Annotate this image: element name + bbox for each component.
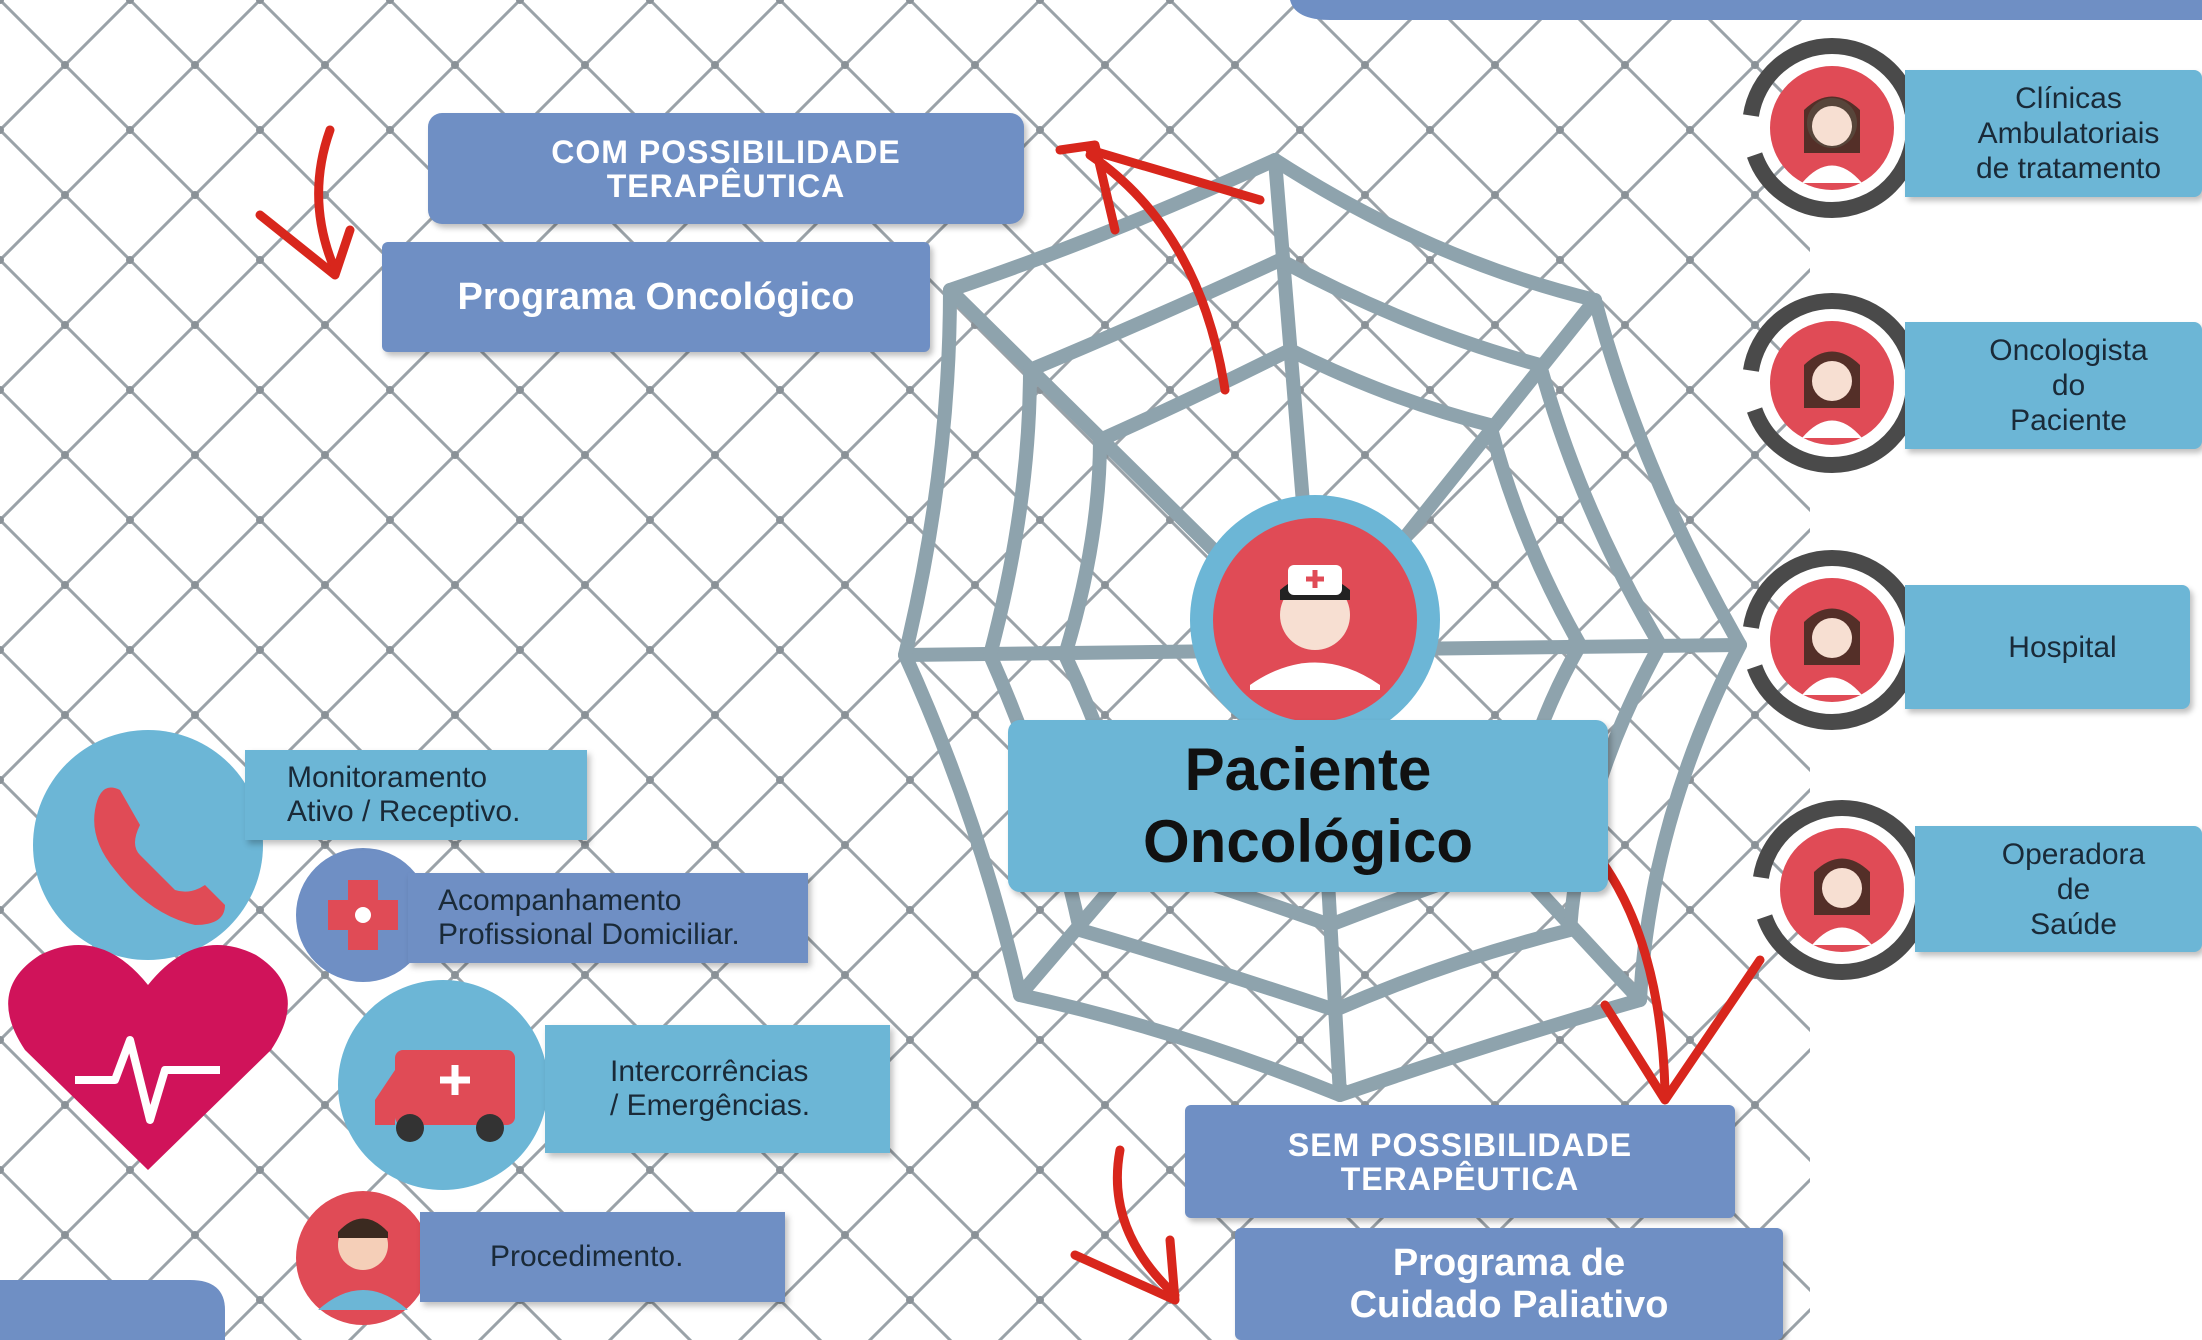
right-item-clinicas-label: Clínicas Ambulatoriais de tratamento xyxy=(1975,82,2162,185)
nurse-cycle-icon-2 xyxy=(1742,293,1922,473)
left-item-procedimento: Procedimento. xyxy=(420,1212,785,1302)
left-item-procedimento-label: Procedimento. xyxy=(490,1240,684,1273)
ambulance-icon xyxy=(338,980,548,1190)
paciente-oncologico-box: Paciente Oncológico xyxy=(1008,720,1608,892)
left-item-intercorrencias-label: Intercorrências / Emergências. xyxy=(610,1055,811,1122)
right-item-hospital: Hospital xyxy=(1905,585,2190,709)
right-item-oncologista: Oncologista do Paciente xyxy=(1905,322,2202,449)
cuidado-paliativo-label: Programa de Cuidado Paliativo xyxy=(1349,1242,1669,1326)
sem-possibilidade-box: SEM POSSIBILIDADE TERAPÊUTICA xyxy=(1185,1105,1735,1218)
left-item-acompanhamento-label: Acompanhamento Profissional Domiciliar. xyxy=(438,884,740,951)
sem-possibilidade-label: SEM POSSIBILIDADE TERAPÊUTICA xyxy=(1287,1126,1633,1197)
programa-oncologico-box: Programa Oncológico xyxy=(382,242,930,352)
red-arrows xyxy=(255,125,1765,1305)
right-item-clinicas: Clínicas Ambulatoriais de tratamento xyxy=(1905,70,2202,197)
com-possibilidade-label: COM POSSIBILIDADE TERAPÊUTICA xyxy=(551,133,901,204)
nurse-cycle-icon-1 xyxy=(1742,38,1922,218)
cuidado-paliativo-box: Programa de Cuidado Paliativo xyxy=(1235,1228,1783,1340)
central-nurse-icon xyxy=(1190,495,1440,745)
left-item-monitoramento-label: Monitoramento Ativo / Receptivo. xyxy=(287,761,521,828)
left-item-monitoramento: Monitoramento Ativo / Receptivo. xyxy=(245,750,587,840)
doctor-icon xyxy=(296,1191,430,1325)
corner-tab-bottom xyxy=(0,1280,225,1340)
phone-icon xyxy=(33,730,263,960)
nurse-cycle-icon-4 xyxy=(1752,800,1932,980)
heart-pulse-icon xyxy=(8,945,288,1170)
right-item-operadora: Operadora de Saúde xyxy=(1915,826,2202,952)
right-item-oncologista-label: Oncologista do Paciente xyxy=(1989,334,2148,437)
left-item-acompanhamento: Acompanhamento Profissional Domiciliar. xyxy=(408,873,808,963)
nurse-cycle-icon-3 xyxy=(1742,550,1922,730)
com-possibilidade-box: COM POSSIBILIDADE TERAPÊUTICA xyxy=(428,113,1024,224)
corner-tab-top xyxy=(1290,0,2202,20)
paciente-oncologico-label: Paciente Oncológico xyxy=(1143,736,1473,875)
left-item-intercorrencias: Intercorrências / Emergências. xyxy=(545,1025,890,1153)
right-item-operadora-label: Operadora de Saúde xyxy=(2001,837,2146,941)
medical-cross-icon xyxy=(296,848,430,982)
programa-oncologico-label: Programa Oncológico xyxy=(457,276,855,318)
right-item-hospital-label: Hospital xyxy=(2008,630,2117,664)
